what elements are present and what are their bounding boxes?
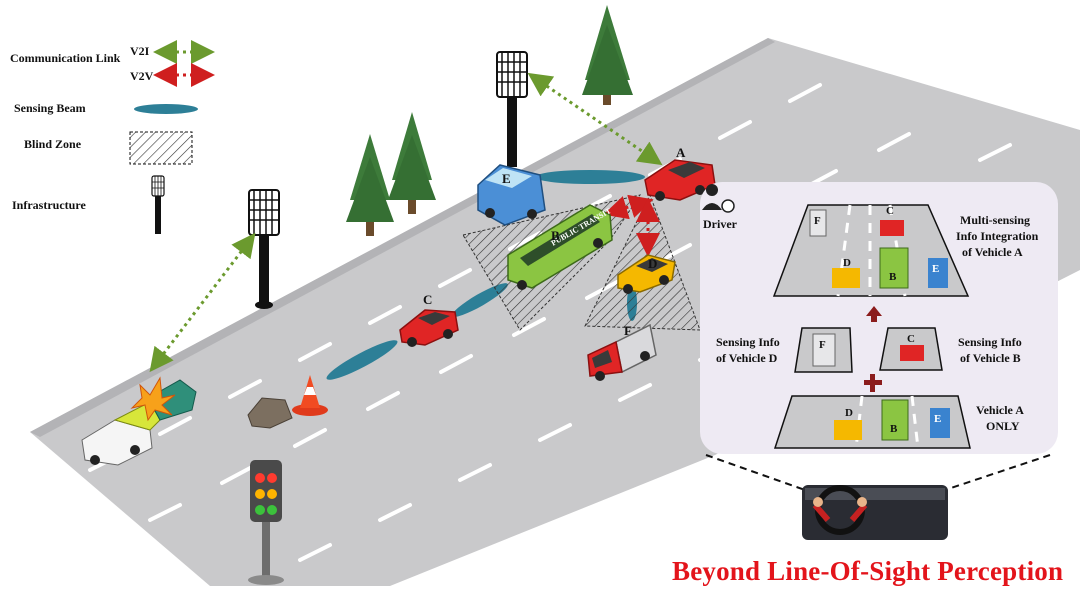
panel-vehicle-d-2: of Vehicle D	[716, 351, 778, 365]
label-vehicle-f: F	[624, 323, 632, 338]
driver-label: Driver	[703, 217, 738, 231]
legend-blind-zone: Blind Zone	[24, 137, 82, 151]
panel-f-top: F	[814, 215, 821, 227]
legend-communication-link: Communication Link	[10, 51, 121, 65]
traffic-cone-icon	[292, 375, 328, 416]
rock-obstacle	[247, 397, 293, 429]
label-vehicle-b: B	[551, 228, 560, 243]
vehicle-e: E	[477, 164, 546, 226]
car-interior	[802, 485, 948, 540]
vehicle-a: A	[644, 145, 716, 201]
infrastructure-icon	[248, 189, 280, 309]
vehicle-f: F	[587, 323, 657, 381]
panel-f-d: F	[819, 339, 826, 351]
vehicle-b: PUBLIC TRANSIT B	[507, 204, 613, 290]
plus-icon	[864, 374, 882, 392]
v2v-link	[603, 194, 660, 257]
legend-v2v: V2V	[130, 69, 154, 83]
panel-b-a: B	[890, 423, 898, 435]
panel-d-top: D	[843, 257, 851, 269]
panel-e-top: E	[932, 263, 939, 275]
traffic-light-icon	[248, 460, 284, 585]
legend-infrastructure: Infrastructure	[12, 198, 86, 212]
v2i-link	[149, 72, 663, 373]
vehicle-c: C	[399, 292, 459, 347]
panel-integration-title-3: of Vehicle A	[962, 245, 1023, 259]
panel-c-top: C	[886, 205, 894, 217]
panel-vehicle-b-1: Sensing Info	[958, 335, 1022, 349]
vehicle-d: D	[617, 254, 676, 294]
label-vehicle-a: A	[676, 145, 686, 160]
caption: Beyond Line-Of-Sight Perception	[672, 556, 1064, 586]
legend-v2i: V2I	[130, 44, 150, 58]
label-vehicle-d: D	[648, 256, 657, 271]
crash-scene	[81, 376, 197, 466]
panel-integration-title-2: Info Integration	[956, 229, 1039, 243]
panel-e-a: E	[934, 413, 941, 425]
panel-vehicle-b-2: of Vehicle B	[960, 351, 1021, 365]
tree-icon	[582, 5, 633, 105]
perception-panel: F C D B E Multi-sensing Info Integration…	[700, 182, 1058, 491]
infrastructure-icon	[496, 51, 528, 167]
panel-b-top: B	[889, 271, 897, 283]
panel-d-a: D	[845, 407, 853, 419]
panel-integration-title-1: Multi-sensing	[960, 213, 1030, 227]
legend: Communication Link V2I V2V Sensing Beam …	[10, 40, 215, 234]
tree-icon	[388, 112, 436, 214]
driver-icon: Driver	[702, 184, 738, 231]
tree-icon	[346, 134, 394, 236]
legend-sensing-beam: Sensing Beam	[14, 101, 86, 115]
panel-vehicle-d-1: Sensing Info	[716, 335, 780, 349]
label-vehicle-e: E	[502, 171, 511, 186]
panel-vehicle-a-1: Vehicle A	[976, 403, 1024, 417]
panel-c-b: C	[907, 333, 915, 345]
panel-vehicle-a-2: ONLY	[986, 419, 1020, 433]
label-vehicle-c: C	[423, 292, 432, 307]
